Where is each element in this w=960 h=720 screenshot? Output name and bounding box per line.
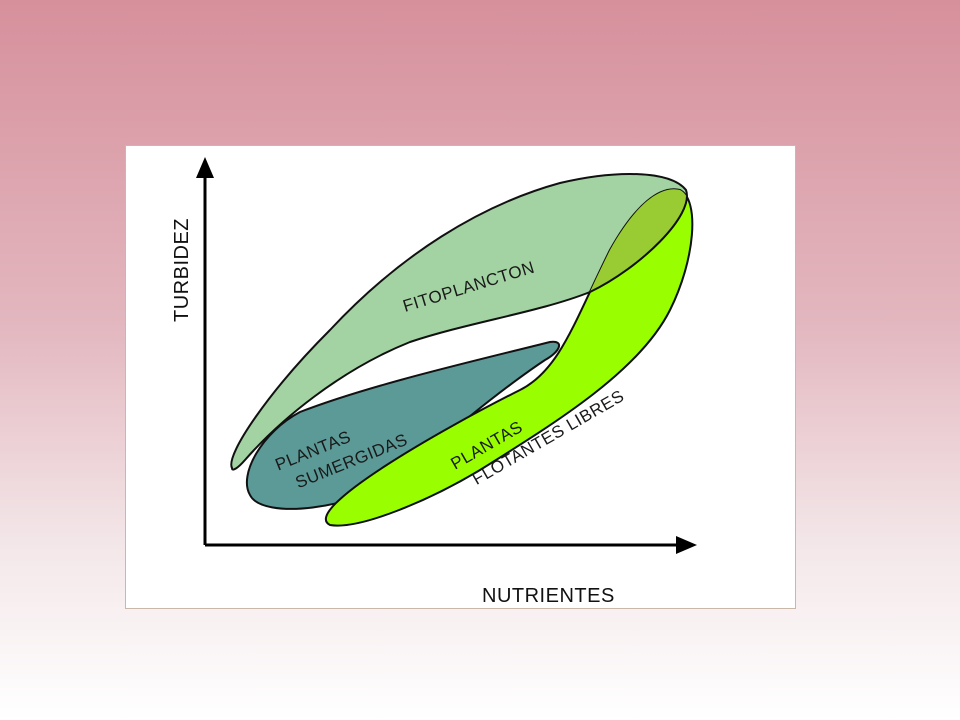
- axes: [196, 157, 697, 554]
- y-axis-arrow: [196, 157, 214, 178]
- y-axis-label: TURBIDEZ: [171, 218, 193, 322]
- x-axis-label: NUTRIENTES: [482, 585, 615, 607]
- x-axis-arrow: [676, 536, 697, 554]
